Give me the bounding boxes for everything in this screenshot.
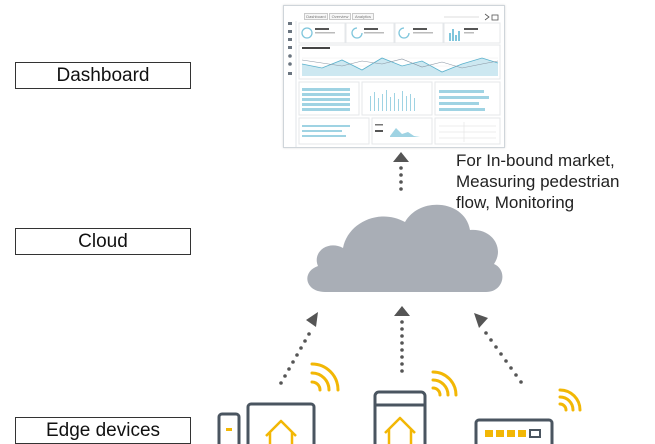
arrow-cloud-to-dashboard: [393, 152, 409, 191]
caption-line: For In-bound market,: [456, 151, 615, 170]
caption-line: flow, Monitoring: [456, 193, 575, 212]
phone-indicator: [226, 428, 232, 431]
analytics-tab: Analytics: [352, 13, 374, 20]
use-case-caption: For In-bound market, Measuring pedestria…: [456, 150, 655, 213]
dashboard-mock-graphics: [288, 13, 501, 147]
table-panel: [298, 81, 360, 116]
cloud-icon: [307, 204, 503, 292]
router-icon: [474, 418, 554, 444]
wifi-signal-icon: [558, 388, 582, 412]
arrow-right-device-to-cloud: [474, 313, 523, 384]
kpi-cards: [298, 22, 501, 44]
phone-icon: [373, 390, 427, 444]
dashboard-screenshot: Dashboard Overview Analytics: [283, 5, 505, 148]
edge-devices-label: Edge devices: [15, 417, 191, 444]
home-icon: [384, 416, 416, 444]
dashboard-tab: Dashboard: [304, 13, 328, 20]
tablet-icon: [246, 402, 316, 444]
bar-panel: [434, 81, 501, 116]
dot-chart-panel: [361, 81, 433, 116]
wifi-signal-icon: [431, 370, 458, 397]
arrow-left-device-to-cloud: [279, 312, 318, 385]
bottom-panels: [298, 117, 501, 145]
caption-line: Measuring pedestrian: [456, 172, 620, 191]
line-chart-panel: [298, 44, 501, 80]
wifi-signal-icon: [310, 362, 340, 392]
arrow-center-device-to-cloud: [394, 306, 410, 373]
home-icon: [265, 419, 297, 444]
sidebar-icons: [288, 22, 292, 75]
phone-icon: [217, 412, 241, 444]
dashboard-label: Dashboard: [15, 62, 191, 89]
overview-tab: Overview: [329, 13, 351, 20]
cloud-label: Cloud: [15, 228, 191, 255]
